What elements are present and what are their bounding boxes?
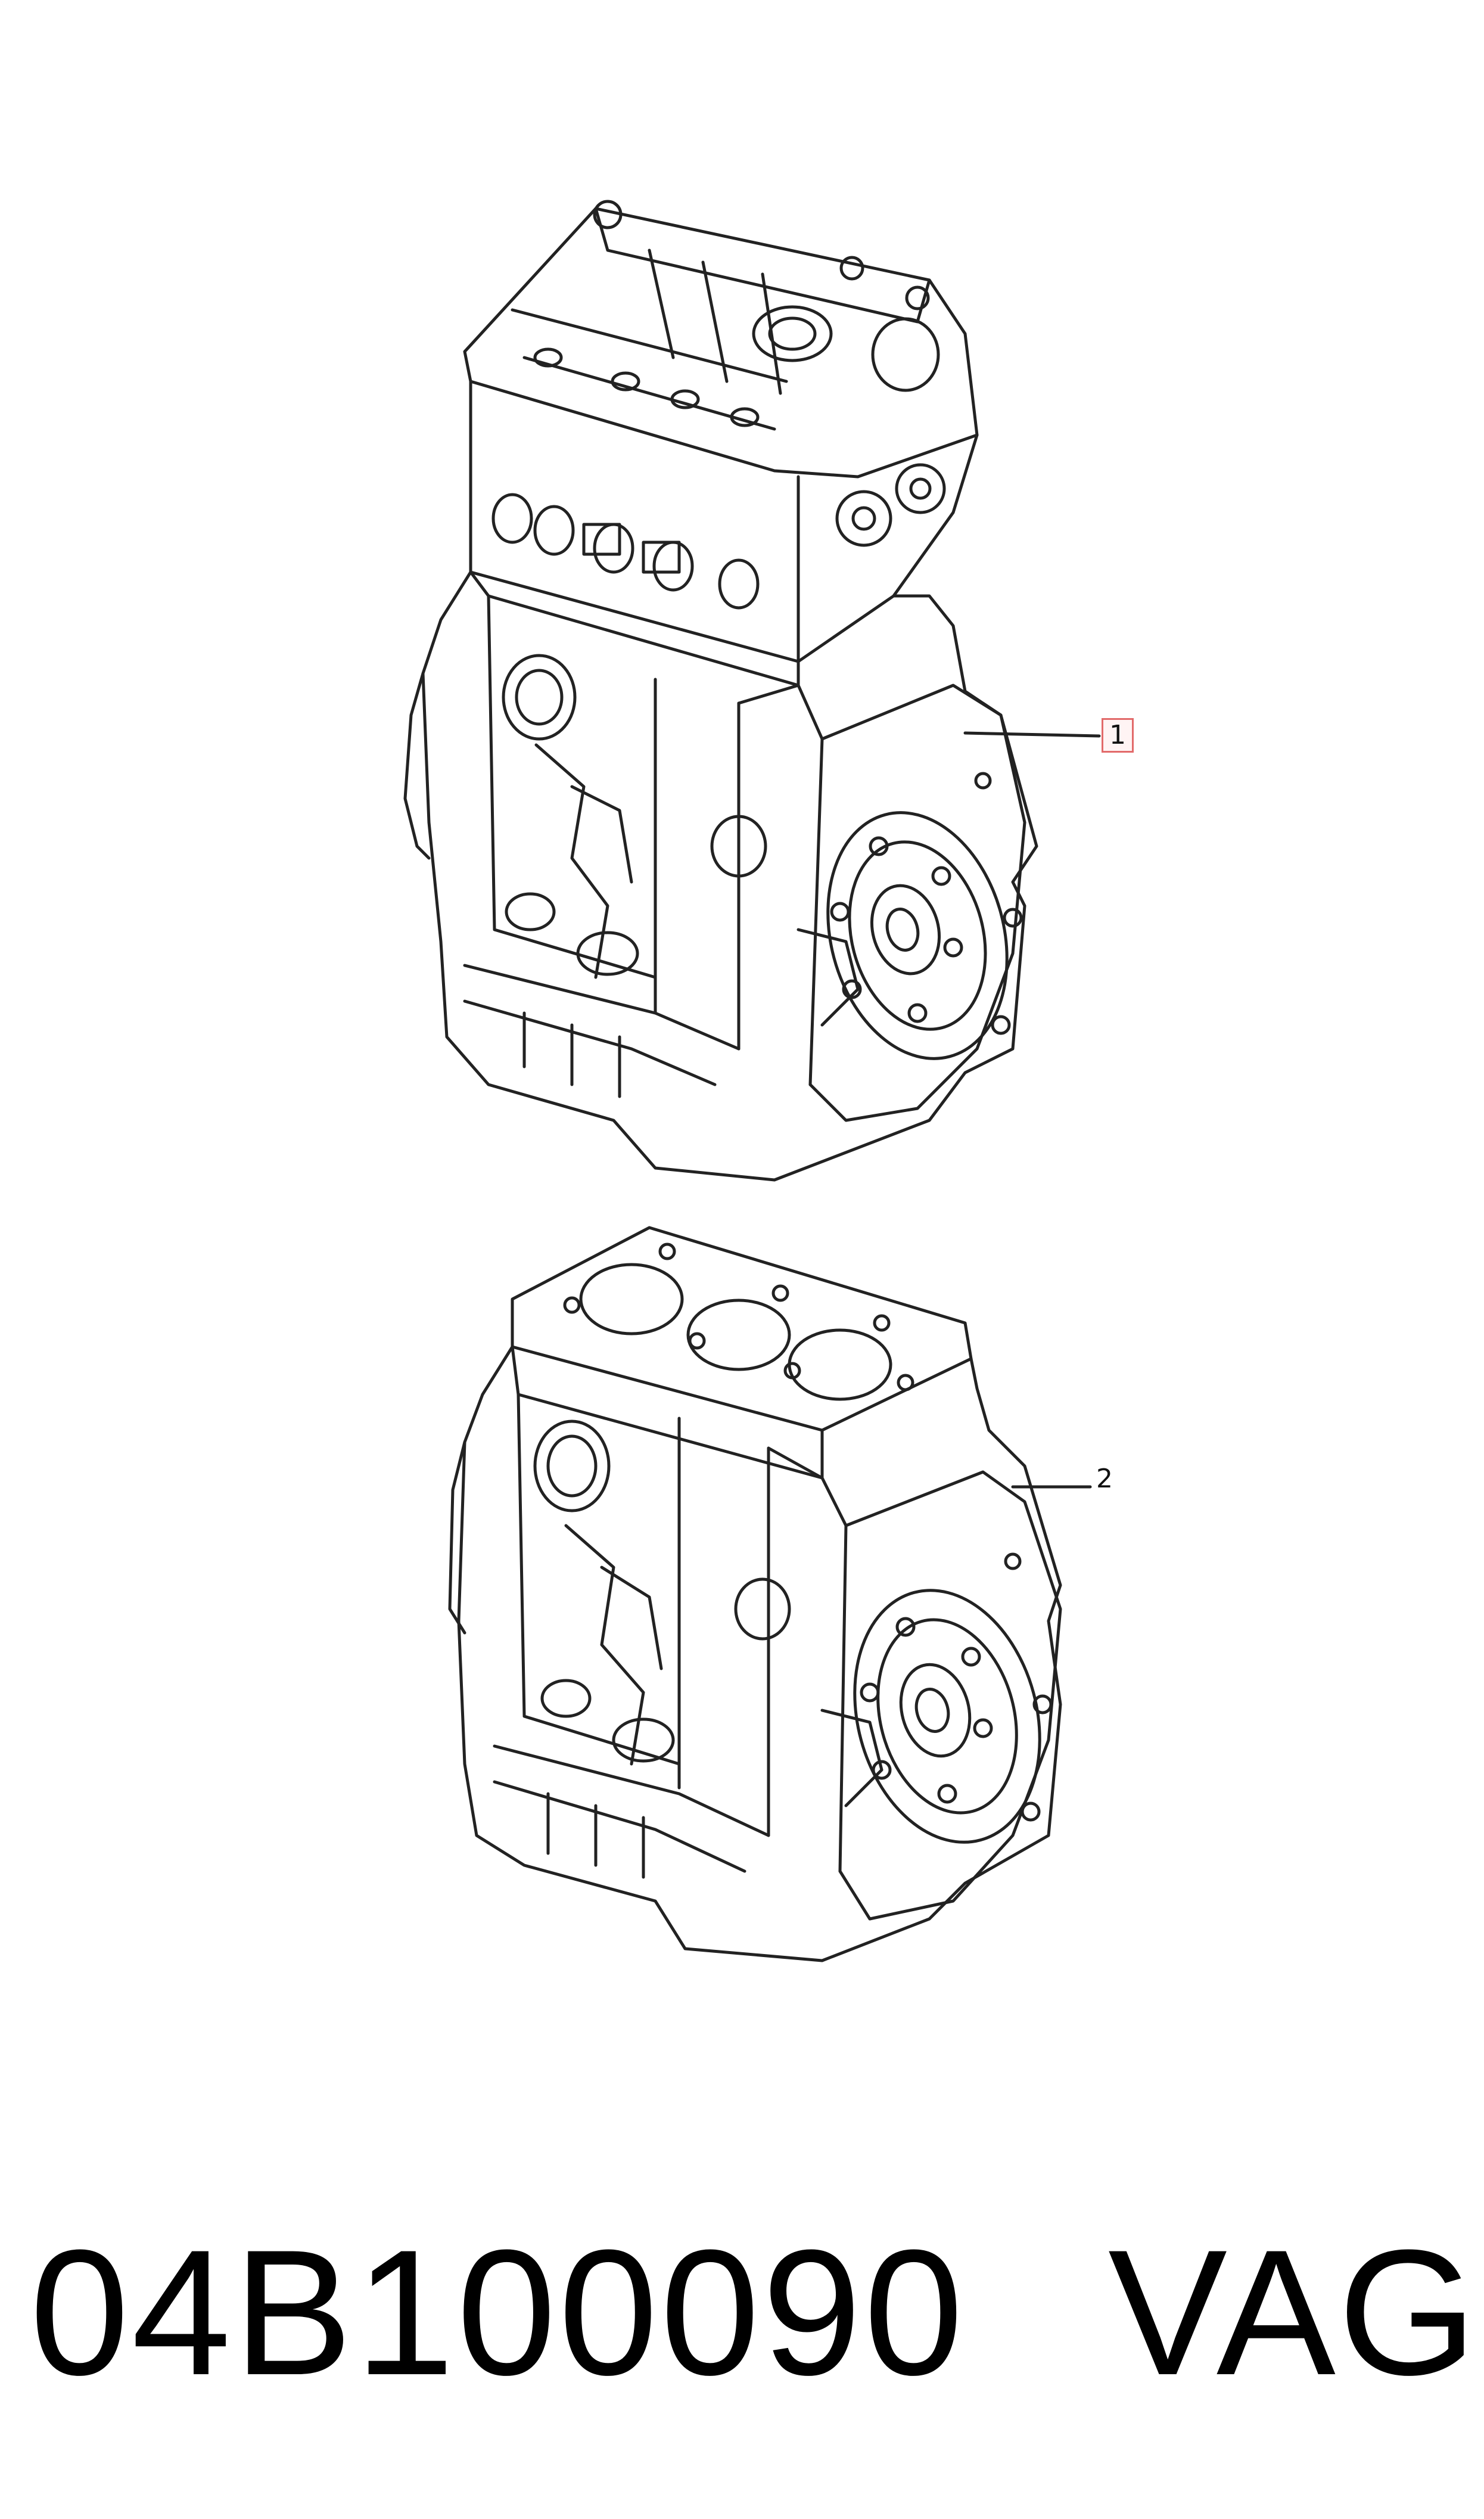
- engine-long-block-drawing: [403, 200, 1038, 1182]
- engine-short-block-drawing: [448, 1226, 1062, 1962]
- leader-line-1: [963, 731, 1101, 738]
- callout-1-label[interactable]: 1: [1102, 718, 1134, 753]
- callout-2-label[interactable]: 2: [1096, 1464, 1113, 1494]
- part-number: 04B100090: [30, 2212, 966, 2412]
- brand-label: VAG: [1108, 2212, 1480, 2412]
